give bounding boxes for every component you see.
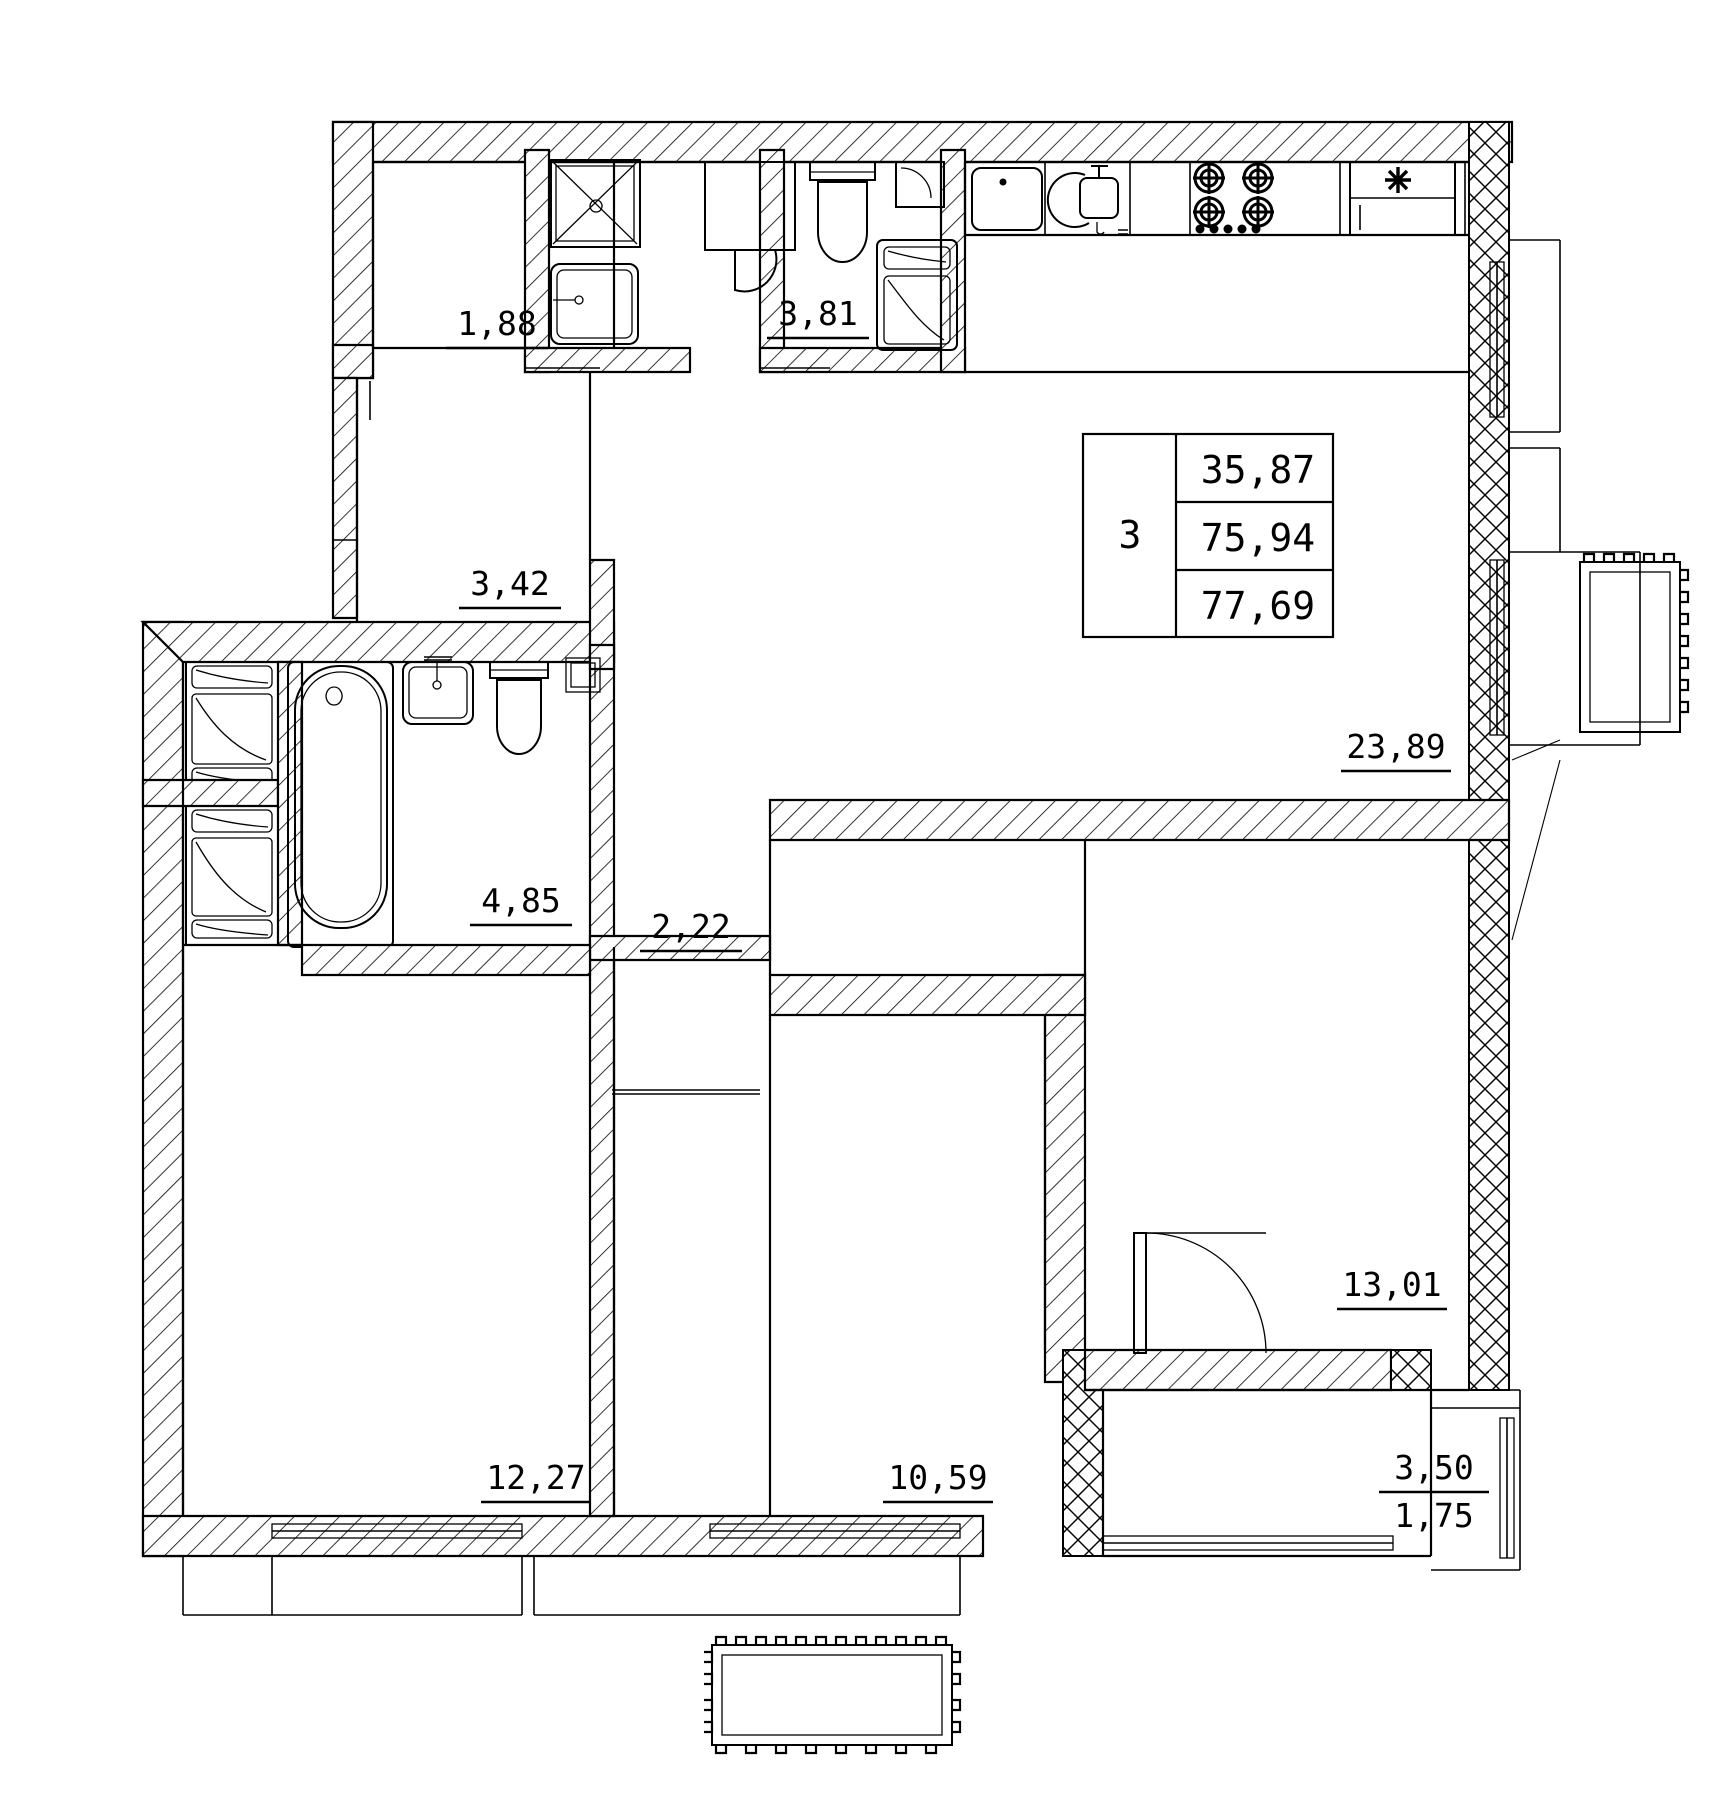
- door-bathroom[interactable]: [333, 381, 371, 541]
- area-label-bedroom-large: 12,27: [481, 1458, 591, 1504]
- balcony-net-value: 1,75: [1394, 1496, 1473, 1535]
- sink-cabinet-wc-icon: [895, 161, 945, 208]
- area-value-hall-upper: 3,42: [470, 564, 549, 603]
- shaft-divider-wall: [141, 778, 280, 808]
- area-value-storage-closet: 2,22: [651, 907, 730, 946]
- washbasin-shower-room-icon: [550, 263, 639, 345]
- area-label-kitchen-living: 23,89: [1341, 727, 1451, 773]
- toilet-bathroom-icon: [489, 661, 549, 755]
- toilet-upper-icon: [809, 161, 876, 263]
- summary-rooms-count: 3: [1119, 513, 1142, 557]
- area-value-shower-room: 1,88: [457, 304, 536, 343]
- summary-box: 3 35,87 75,94 77,69: [1081, 432, 1335, 639]
- bottom-balcony-center-icon: [704, 1635, 962, 1755]
- washbasin-bathroom-icon: [402, 656, 474, 725]
- area-label-shower-room: 1,88: [446, 304, 548, 350]
- balcony-gross-value: 3,50: [1394, 1448, 1473, 1487]
- gas-stove-4-burner-icon: [1193, 162, 1274, 234]
- bottom-window-middle: [533, 1523, 961, 1616]
- kitchen-sink-icon: [971, 167, 1043, 231]
- bathroom-niche-icon: [565, 657, 601, 693]
- area-value-bedroom-right: 13,01: [1342, 1265, 1441, 1304]
- area-value-wc: 3,81: [778, 294, 857, 333]
- hall-outlines: [355, 162, 1469, 1558]
- refrigerator-icon: [1349, 161, 1456, 236]
- area-value-bedroom-middle: 10,59: [888, 1458, 987, 1497]
- area-label-bedroom-right: 13,01: [1337, 1265, 1447, 1311]
- snowflake-icon: [1385, 167, 1411, 193]
- area-label-storage-closet: 2,22: [640, 907, 742, 953]
- area-label-bedroom-middle: 10,59: [883, 1458, 993, 1504]
- area-label-balcony: 3,50 1,75: [1379, 1448, 1489, 1535]
- shower-tray-corner-icon: [550, 159, 641, 248]
- washing-machine-icon: [704, 161, 796, 293]
- door-closet[interactable]: [612, 1089, 760, 1095]
- structural-walls: [140, 120, 1514, 1558]
- area-label-hall-upper: 3,42: [459, 564, 561, 610]
- room-outlines: [181, 662, 616, 1516]
- shower-cabin-wc-icon: [876, 239, 958, 351]
- bottom-window-left: [182, 1523, 523, 1616]
- summary-living-area: 35,87: [1201, 448, 1315, 492]
- area-labels: 1,88 3,81 3,42 4,85 2,22 23,89 12,27 10: [446, 294, 1489, 1535]
- loggia-right-icon: [1579, 552, 1690, 733]
- area-value-bathroom: 4,85: [481, 881, 560, 920]
- door-shower-room[interactable]: [525, 367, 600, 373]
- door-wc[interactable]: [760, 367, 830, 373]
- area-label-wc: 3,81: [767, 294, 869, 340]
- summary-total-area: 75,94: [1201, 516, 1315, 560]
- area-value-bedroom-large: 12,27: [486, 1458, 585, 1497]
- area-label-bathroom: 4,85: [470, 881, 572, 927]
- entry-door-icon[interactable]: [1133, 1232, 1267, 1354]
- water-heater-boiler-icon: [1046, 165, 1128, 235]
- right-windows: [1489, 239, 1641, 746]
- interior-partitions: [331, 148, 967, 1518]
- summary-total-with-balcony: 77,69: [1201, 584, 1315, 628]
- area-value-kitchen-living: 23,89: [1346, 727, 1445, 766]
- bottom-balcony-right: [1102, 1389, 1521, 1571]
- right-glazing-lines: [1511, 739, 1561, 941]
